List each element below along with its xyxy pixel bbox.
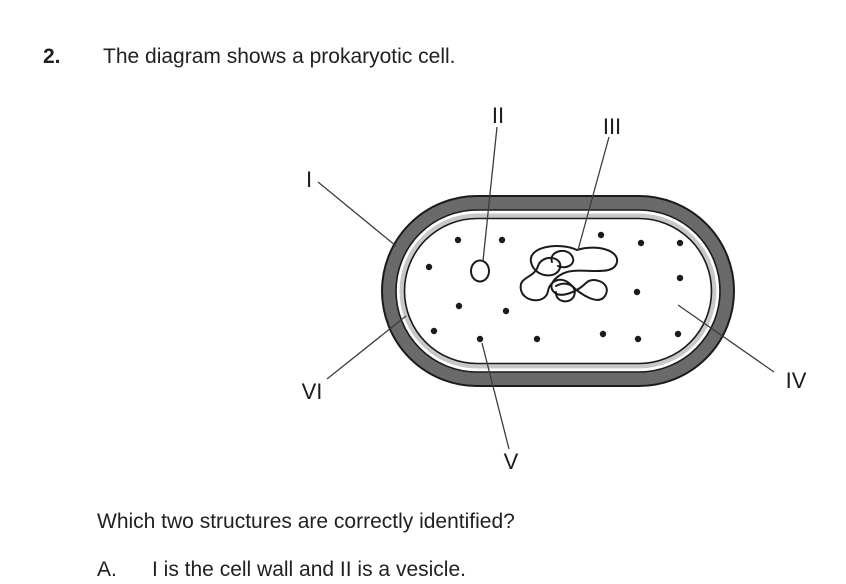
ribosome-dot: [455, 302, 463, 310]
ribosome-dot: [637, 239, 645, 247]
ribosome-dot: [476, 335, 484, 343]
followup-question: Which two structures are correctly ident…: [97, 510, 515, 533]
diagram-label-III: III: [603, 114, 621, 139]
ribosome-dot: [676, 239, 684, 247]
diagram-label-I: I: [306, 167, 312, 192]
leader-line-III: [577, 136, 610, 251]
ribosome-dots: [425, 231, 684, 343]
ribosome-dot: [633, 288, 641, 296]
ribosome-dot: [502, 307, 510, 315]
leader-line-VI: [326, 315, 407, 380]
leader-line-II: [482, 126, 498, 262]
leader-line-IV: [677, 304, 775, 373]
question-text: The diagram shows a prokaryotic cell.: [103, 45, 456, 68]
ribosome-dot: [425, 263, 433, 271]
ribosome-dot: [430, 327, 438, 335]
ribosome-dot: [454, 236, 462, 244]
ribosome-dot: [674, 330, 682, 338]
diagram-label-VI: VI: [302, 379, 323, 404]
diagram-label-V: V: [504, 449, 519, 474]
cytoplasm-region: [403, 217, 713, 365]
ribosome-dot: [676, 274, 684, 282]
nucleoid-dna-tangle: [519, 245, 619, 303]
ribosome-dot: [599, 330, 607, 338]
leader-line-I: [317, 181, 397, 247]
option-a-letter: A.: [97, 558, 117, 581]
diagram-label-IV: IV: [786, 368, 807, 393]
ribosome-dot: [597, 231, 605, 239]
diagram-label-II: II: [492, 103, 504, 128]
ribosome-dot: [634, 335, 642, 343]
leader-line-V: [481, 342, 510, 450]
vesicle-circle: [470, 259, 490, 283]
option-a-text: I is the cell wall and II is a vesicle.: [152, 558, 466, 581]
ribosome-dot: [498, 236, 506, 244]
question-number: 2.: [43, 45, 61, 68]
ribosome-dot: [533, 335, 541, 343]
dna-inner-loop-path: [550, 249, 576, 303]
